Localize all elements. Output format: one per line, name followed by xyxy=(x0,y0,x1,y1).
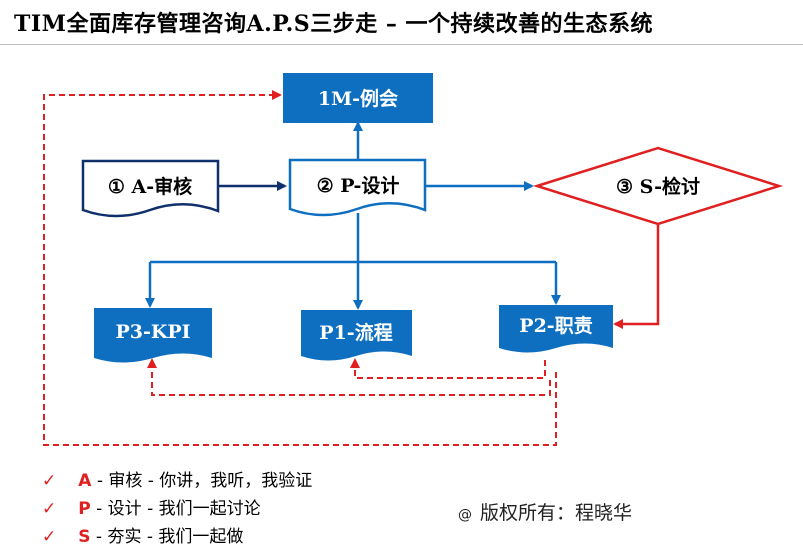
legend-text: - 审核 - 你讲，我听，我验证 xyxy=(91,471,313,491)
legend-text: - 夯实 - 我们一起做 xyxy=(90,527,244,547)
review-node: ③ S-检讨 xyxy=(532,146,784,226)
process-feedback-loop xyxy=(350,358,546,379)
meeting-node: 1M-例会 xyxy=(283,73,433,123)
copyright-text: 版权所有：程晓华 xyxy=(480,502,633,524)
legend-item-solidify: ✓ S - 夯实 - 我们一起做 xyxy=(42,522,243,547)
legend-item-audit: ✓ A - 审核 - 你讲，我听，我验证 xyxy=(42,466,312,491)
review-to-duty-arrow xyxy=(613,225,660,329)
legend-letter: S xyxy=(78,527,91,547)
audit-node: ① A-审核 xyxy=(81,159,220,218)
at-symbol: @ xyxy=(458,507,472,523)
kpi-label: P3-KPI xyxy=(115,321,190,343)
outer-feedback-loop xyxy=(43,90,557,446)
legend-item-design: ✓ P - 设计 - 我们一起讨论 xyxy=(42,494,261,519)
duty-node: P2-职责 xyxy=(499,305,613,353)
legend-text: - 设计 - 我们一起讨论 xyxy=(90,499,261,519)
design-node: ② P-设计 xyxy=(288,158,427,217)
kpi-feedback-loop xyxy=(147,358,551,396)
check-icon: ✓ xyxy=(42,499,57,519)
copyright-notice: @ 版权所有：程晓华 xyxy=(458,498,632,525)
legend-letter: P xyxy=(78,499,91,519)
check-icon: ✓ xyxy=(42,471,57,491)
review-label: ③ S-检讨 xyxy=(616,175,700,198)
check-icon: ✓ xyxy=(42,527,57,547)
legend-letter: A xyxy=(78,471,92,491)
process-node: P1-流程 xyxy=(301,310,412,361)
title-divider xyxy=(0,44,803,45)
process-label: P1-流程 xyxy=(319,321,392,344)
duty-label: P2-职责 xyxy=(519,314,592,337)
design-label: ② P-设计 xyxy=(317,175,400,197)
page-title: TIM全面库存管理咨询A.P.S三步走 – 一个持续改善的生态系统 xyxy=(14,11,654,37)
audit-label: ① A-审核 xyxy=(108,175,192,198)
kpi-node: P3-KPI xyxy=(94,308,212,363)
meeting-label: 1M-例会 xyxy=(318,87,398,110)
